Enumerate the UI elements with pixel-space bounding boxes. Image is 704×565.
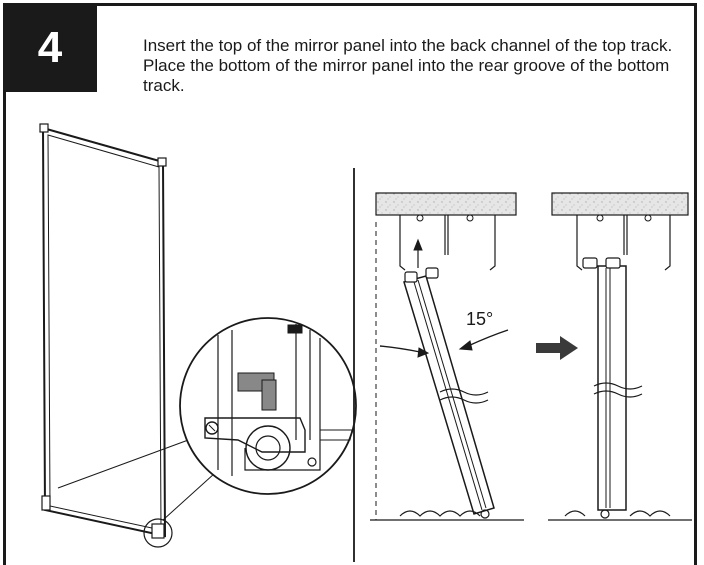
mirror-panel-frame (41, 126, 167, 538)
tilted-insertion-view (370, 192, 524, 521)
ceiling-block (375, 192, 517, 216)
instruction-text: Insert the top of the mirror panel into … (143, 36, 673, 95)
ceiling-block-right (551, 192, 689, 216)
mirror-panel-drawing (39, 123, 226, 548)
step-number: 4 (37, 22, 63, 72)
wheel-detail-magnifier (179, 317, 357, 495)
upright-installed-view (548, 192, 692, 521)
next-step-arrow (536, 336, 578, 360)
step-number-badge: 4 (3, 3, 97, 92)
angle-label: 15° (466, 309, 494, 329)
wheel-callout-circle (143, 518, 173, 548)
page-frame (3, 3, 697, 565)
